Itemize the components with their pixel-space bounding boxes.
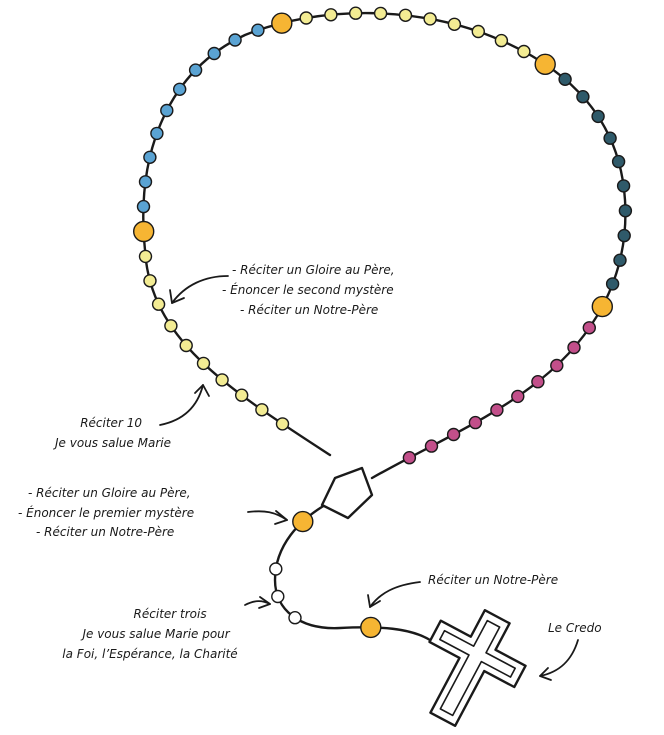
hail-mary-bead [424, 439, 439, 453]
hail-mary-bead [255, 403, 269, 417]
arrow-ten-hail-marys [159, 384, 204, 426]
hail-mary-bead [402, 451, 417, 465]
annotation-three-hail-marys: Réciter trois Je vous salue Marie pour l… [62, 607, 237, 661]
our-father-bead [534, 53, 556, 76]
our-father-bead [591, 295, 613, 318]
hail-mary-bead [143, 274, 157, 288]
hail-mary-bead [605, 277, 620, 291]
crucifix-icon [428, 609, 527, 727]
annotation-line: Le Credo [548, 621, 602, 635]
annotation-line: Réciter trois [134, 607, 207, 621]
annotation-line: Je vous salue Marie [53, 436, 171, 450]
annotation-line: - Réciter un Gloire au Père, [28, 486, 191, 500]
our-father-bead [360, 616, 382, 639]
rosary-centerpiece [320, 466, 374, 520]
hail-mary-bead [179, 338, 193, 353]
hail-mary-bead [398, 8, 413, 23]
annotation-line: Réciter un Notre-Père [428, 573, 558, 587]
hail-mary-bead [494, 33, 509, 48]
annotation-line: - Énoncer le second mystère [222, 282, 394, 297]
hail-mary-bead [471, 24, 485, 39]
our-father-bead [271, 12, 293, 34]
hail-mary-bead [160, 103, 174, 118]
arrow-credo-head [539, 667, 552, 681]
hail-mary-bead [616, 179, 631, 193]
arrow-three-hail-marys-head [258, 596, 271, 609]
hail-mary-bead [567, 340, 581, 355]
hail-mary-bead [138, 175, 153, 189]
hail-mary-bead [349, 6, 363, 20]
annotation-line: - Réciter un Notre-Père [36, 525, 174, 539]
hail-mary-bead [582, 321, 596, 335]
arrow-second-mystery-head [169, 289, 185, 304]
hail-mary-bead [423, 12, 437, 26]
arrow-credo [539, 639, 579, 677]
hail-mary-bead [468, 415, 483, 430]
annotation-our-father: Réciter un Notre-Père [428, 573, 558, 587]
hail-mary-bead [576, 89, 590, 104]
annotation-line: la Foi, l’Espérance, la Charité [62, 647, 237, 661]
arrow-our-father-head [367, 594, 381, 608]
hail-mary-bead [613, 253, 627, 267]
hail-mary-bead [188, 63, 203, 77]
hail-mary-bead [511, 389, 525, 404]
annotation-line: Je vous salue Marie pour [80, 627, 230, 641]
hail-mary-bead [215, 373, 229, 387]
hail-mary-bead [164, 319, 178, 333]
hail-mary-bead [446, 427, 461, 442]
hail-mary-bead [558, 72, 572, 87]
annotation-line: - Réciter un Gloire au Père, [232, 263, 395, 277]
hail-mary-bead [275, 417, 290, 431]
hail-mary-bead [490, 403, 504, 417]
hail-mary-bead [517, 44, 531, 59]
hail-mary-bead [591, 109, 605, 124]
annotation-second-mystery: - Réciter un Gloire au Père, - Énoncer l… [222, 263, 398, 317]
hail-mary-bead [269, 562, 283, 576]
hail-mary-bead [150, 126, 164, 141]
annotation-first-mystery: - Réciter un Gloire au Père, - Énoncer l… [18, 486, 198, 539]
arrow-first-mystery-head [274, 510, 288, 525]
hail-mary-bead [234, 388, 249, 402]
hail-mary-bead [617, 228, 631, 243]
arrow-ten-hail-marys-head [194, 384, 210, 397]
annotation-credo: Le Credo [548, 621, 602, 635]
hail-mary-bead [603, 131, 617, 145]
hail-mary-bead [373, 6, 388, 21]
hail-mary-bead [550, 358, 564, 373]
hail-mary-bead [288, 611, 302, 625]
hail-mary-bead [207, 46, 221, 61]
hail-mary-bead [324, 8, 338, 22]
annotation-line: Réciter 10 [80, 416, 142, 430]
our-father-bead [132, 220, 155, 243]
hail-mary-bead [196, 356, 211, 371]
hail-mary-bead [531, 375, 545, 389]
hail-mary-bead [138, 249, 153, 264]
annotation-line: - Énoncer le premier mystère [18, 505, 194, 520]
hail-mary-bead [136, 199, 151, 214]
hail-mary-bead [611, 154, 626, 169]
annotation-line: - Réciter un Notre-Père [240, 303, 378, 317]
arrow-our-father [369, 581, 421, 608]
hail-mary-bead [271, 589, 285, 604]
rosary-cord-loop [142, 11, 627, 480]
arrow-second-mystery [171, 275, 229, 304]
hail-mary-bead [143, 150, 157, 165]
hail-mary-bead [299, 11, 313, 25]
hail-mary-bead [228, 33, 242, 47]
beads-layer [132, 6, 633, 639]
hail-mary-bead [447, 17, 462, 31]
hail-mary-bead [618, 204, 633, 218]
our-father-bead [292, 510, 314, 533]
hail-mary-bead [151, 297, 166, 311]
hail-mary-bead [251, 23, 265, 37]
hail-mary-bead [172, 82, 187, 97]
annotation-ten-hail-marys: Réciter 10 Je vous salue Marie [53, 416, 171, 450]
